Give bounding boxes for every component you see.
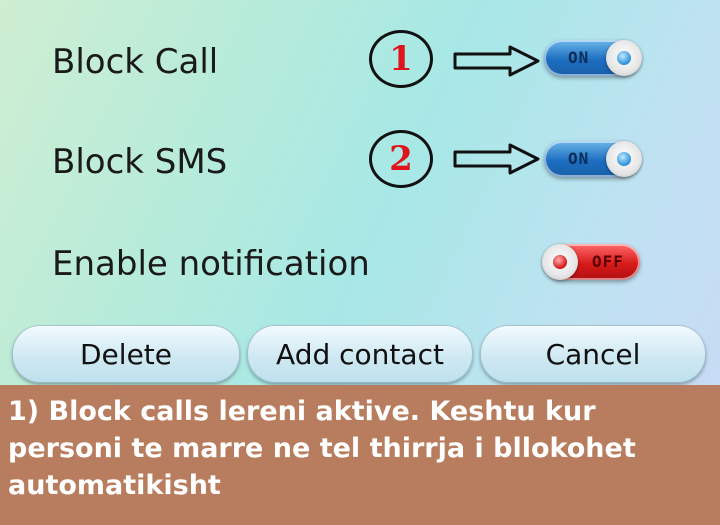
annotation-marker-1-digit: 1 <box>389 39 413 79</box>
right-arrow-icon <box>453 143 540 175</box>
toggle-knob-icon <box>606 40 642 76</box>
delete-button[interactable]: Delete <box>12 325 240 383</box>
toggle-knob-icon <box>542 244 578 280</box>
toggle-knob-icon <box>606 141 642 177</box>
annotation-marker-2: 2 <box>369 130 433 188</box>
instruction-caption: 1) Block calls lereni aktive. Keshtu kur… <box>0 385 720 525</box>
block-call-toggle[interactable]: ON <box>544 40 642 76</box>
add-contact-button[interactable]: Add contact <box>247 325 473 383</box>
block-sms-label: Block SMS <box>52 142 228 182</box>
annotation-marker-2-digit: 2 <box>389 139 413 179</box>
right-arrow-icon <box>453 45 540 77</box>
block-sms-toggle-state: ON <box>568 149 590 168</box>
block-call-label: Block Call <box>52 42 219 82</box>
enable-notification-label: Enable notification <box>52 244 370 284</box>
enable-notification-toggle-state: OFF <box>592 252 624 271</box>
annotation-marker-1: 1 <box>369 30 433 88</box>
block-sms-toggle[interactable]: ON <box>544 141 642 177</box>
enable-notification-toggle[interactable]: OFF <box>542 244 640 280</box>
cancel-button[interactable]: Cancel <box>480 325 706 383</box>
block-call-toggle-state: ON <box>568 48 590 67</box>
